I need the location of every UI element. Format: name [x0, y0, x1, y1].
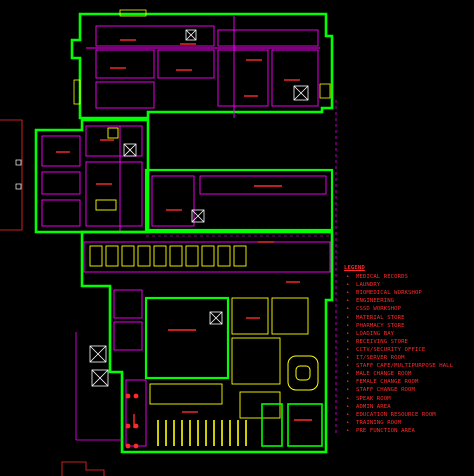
legend-item: •MEDICAL RECORDS [346, 274, 409, 281]
lower-block [75, 230, 334, 454]
legend: LEGEND •MEDICAL RECORDS •LAUNDRY •BIOMED… [344, 264, 472, 435]
legend-item: •BIOMEDICAL WORKSHOP [346, 290, 422, 297]
legend-item: •LAUNDRY [346, 282, 381, 289]
legend-item: •IT/SERVER ROOM [346, 355, 405, 362]
legend-item: •ADMIN AREA [346, 403, 391, 410]
legend-item: •PRE FUNCTION AREA [346, 427, 415, 434]
legend-list: •MEDICAL RECORDS •LAUNDRY •BIOMEDICAL WO… [344, 273, 472, 435]
legend-item: •CCTV/SECURITY OFFICE [346, 346, 426, 353]
legend-item: •MALE CHANGE ROOM [346, 371, 412, 378]
top-wing [70, 9, 334, 120]
seating-rows [157, 420, 247, 446]
site-boundary [0, 119, 105, 476]
legend-item: •LOADING BAY [346, 330, 395, 337]
middle-block [144, 168, 334, 232]
site-markers [15, 159, 22, 190]
legend-item: •EDUCATION RESOURCE ROOM [346, 411, 436, 418]
legend-item: •MATERIAL STORE [346, 314, 405, 321]
legend-item: •RECEIVING STORE [346, 338, 409, 345]
legend-item: •PHARMACY STORE [346, 322, 405, 329]
legend-item: •STAFF CAFE/MULTIPURPOSE HALL [346, 363, 454, 370]
legend-item: •TRAINING ROOM [346, 419, 402, 426]
legend-item: •CSSD WORKSHOP [346, 306, 402, 313]
left-wing [34, 118, 150, 234]
legend-item: •ENGINEERING [346, 298, 395, 305]
legend-item: •SPEAK ROOM [346, 395, 391, 402]
legend-item: •FEMALE CHANGE ROOM [346, 379, 419, 386]
legend-item: •STAFF CHANGE ROOM [346, 387, 415, 394]
legend-title: LEGEND [344, 265, 365, 271]
